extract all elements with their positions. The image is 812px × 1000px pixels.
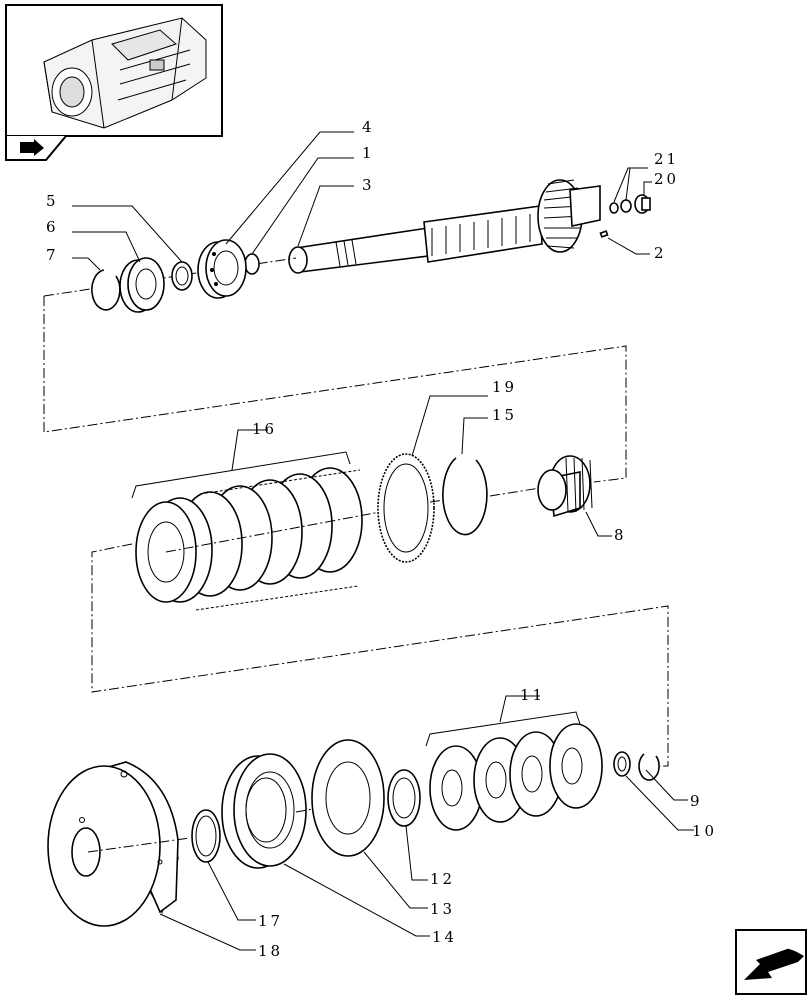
part-6-bearing bbox=[119, 257, 165, 313]
part-19-friction-plate bbox=[377, 453, 435, 563]
callout-9: 9 bbox=[690, 792, 703, 810]
callout-14: 14 bbox=[432, 928, 457, 946]
previous-page-arrow-icon[interactable] bbox=[20, 139, 44, 156]
callout-2: 2 bbox=[654, 244, 667, 262]
next-page-arrow-icon[interactable] bbox=[744, 945, 804, 980]
part-8-hub bbox=[537, 455, 593, 518]
callout-20: 20 bbox=[654, 170, 679, 188]
part-11-spring-washer-stack bbox=[429, 723, 603, 831]
callout-18: 18 bbox=[258, 942, 283, 960]
part-5-ring bbox=[171, 261, 193, 291]
part-16-clutch-disc-pack bbox=[135, 467, 363, 611]
transmission-housing-thumbnail bbox=[43, 17, 207, 129]
callout-8: 8 bbox=[614, 526, 627, 544]
callout-11: 11 bbox=[520, 686, 545, 704]
part-10-washer bbox=[613, 751, 631, 777]
callout-12: 12 bbox=[430, 870, 455, 888]
part-21-washers bbox=[609, 199, 632, 214]
thumbnail-box[interactable] bbox=[5, 4, 223, 161]
callout-6: 6 bbox=[46, 218, 59, 236]
part-20-plug bbox=[634, 194, 651, 214]
callout-7: 7 bbox=[46, 246, 59, 264]
callout-17: 17 bbox=[258, 912, 283, 930]
part-13-plate bbox=[311, 739, 385, 857]
next-page-nav-box[interactable] bbox=[735, 929, 807, 995]
callout-10: 10 bbox=[692, 822, 717, 840]
part-9-snap-ring bbox=[638, 753, 660, 781]
callout-3: 3 bbox=[362, 176, 375, 194]
part-3-shaft bbox=[288, 179, 601, 274]
part-15-snap-ring bbox=[442, 457, 488, 536]
part-4-bearing bbox=[197, 239, 247, 299]
part-2-pin bbox=[599, 230, 609, 238]
callout-13: 13 bbox=[430, 900, 455, 918]
callout-15: 15 bbox=[492, 406, 517, 424]
callout-1: 1 bbox=[362, 144, 375, 162]
callout-16: 16 bbox=[252, 420, 277, 438]
callout-4: 4 bbox=[362, 118, 375, 136]
part-7-snap-ring bbox=[91, 269, 121, 311]
callout-19: 19 bbox=[492, 378, 517, 396]
part-18-drum bbox=[47, 761, 179, 927]
part-1-snap-ring bbox=[244, 253, 260, 275]
part-12-ring bbox=[387, 769, 421, 827]
callout-5: 5 bbox=[46, 192, 59, 210]
callout-21: 21 bbox=[654, 150, 679, 168]
part-17-seal-ring bbox=[191, 809, 221, 863]
part-14-piston bbox=[221, 753, 307, 869]
